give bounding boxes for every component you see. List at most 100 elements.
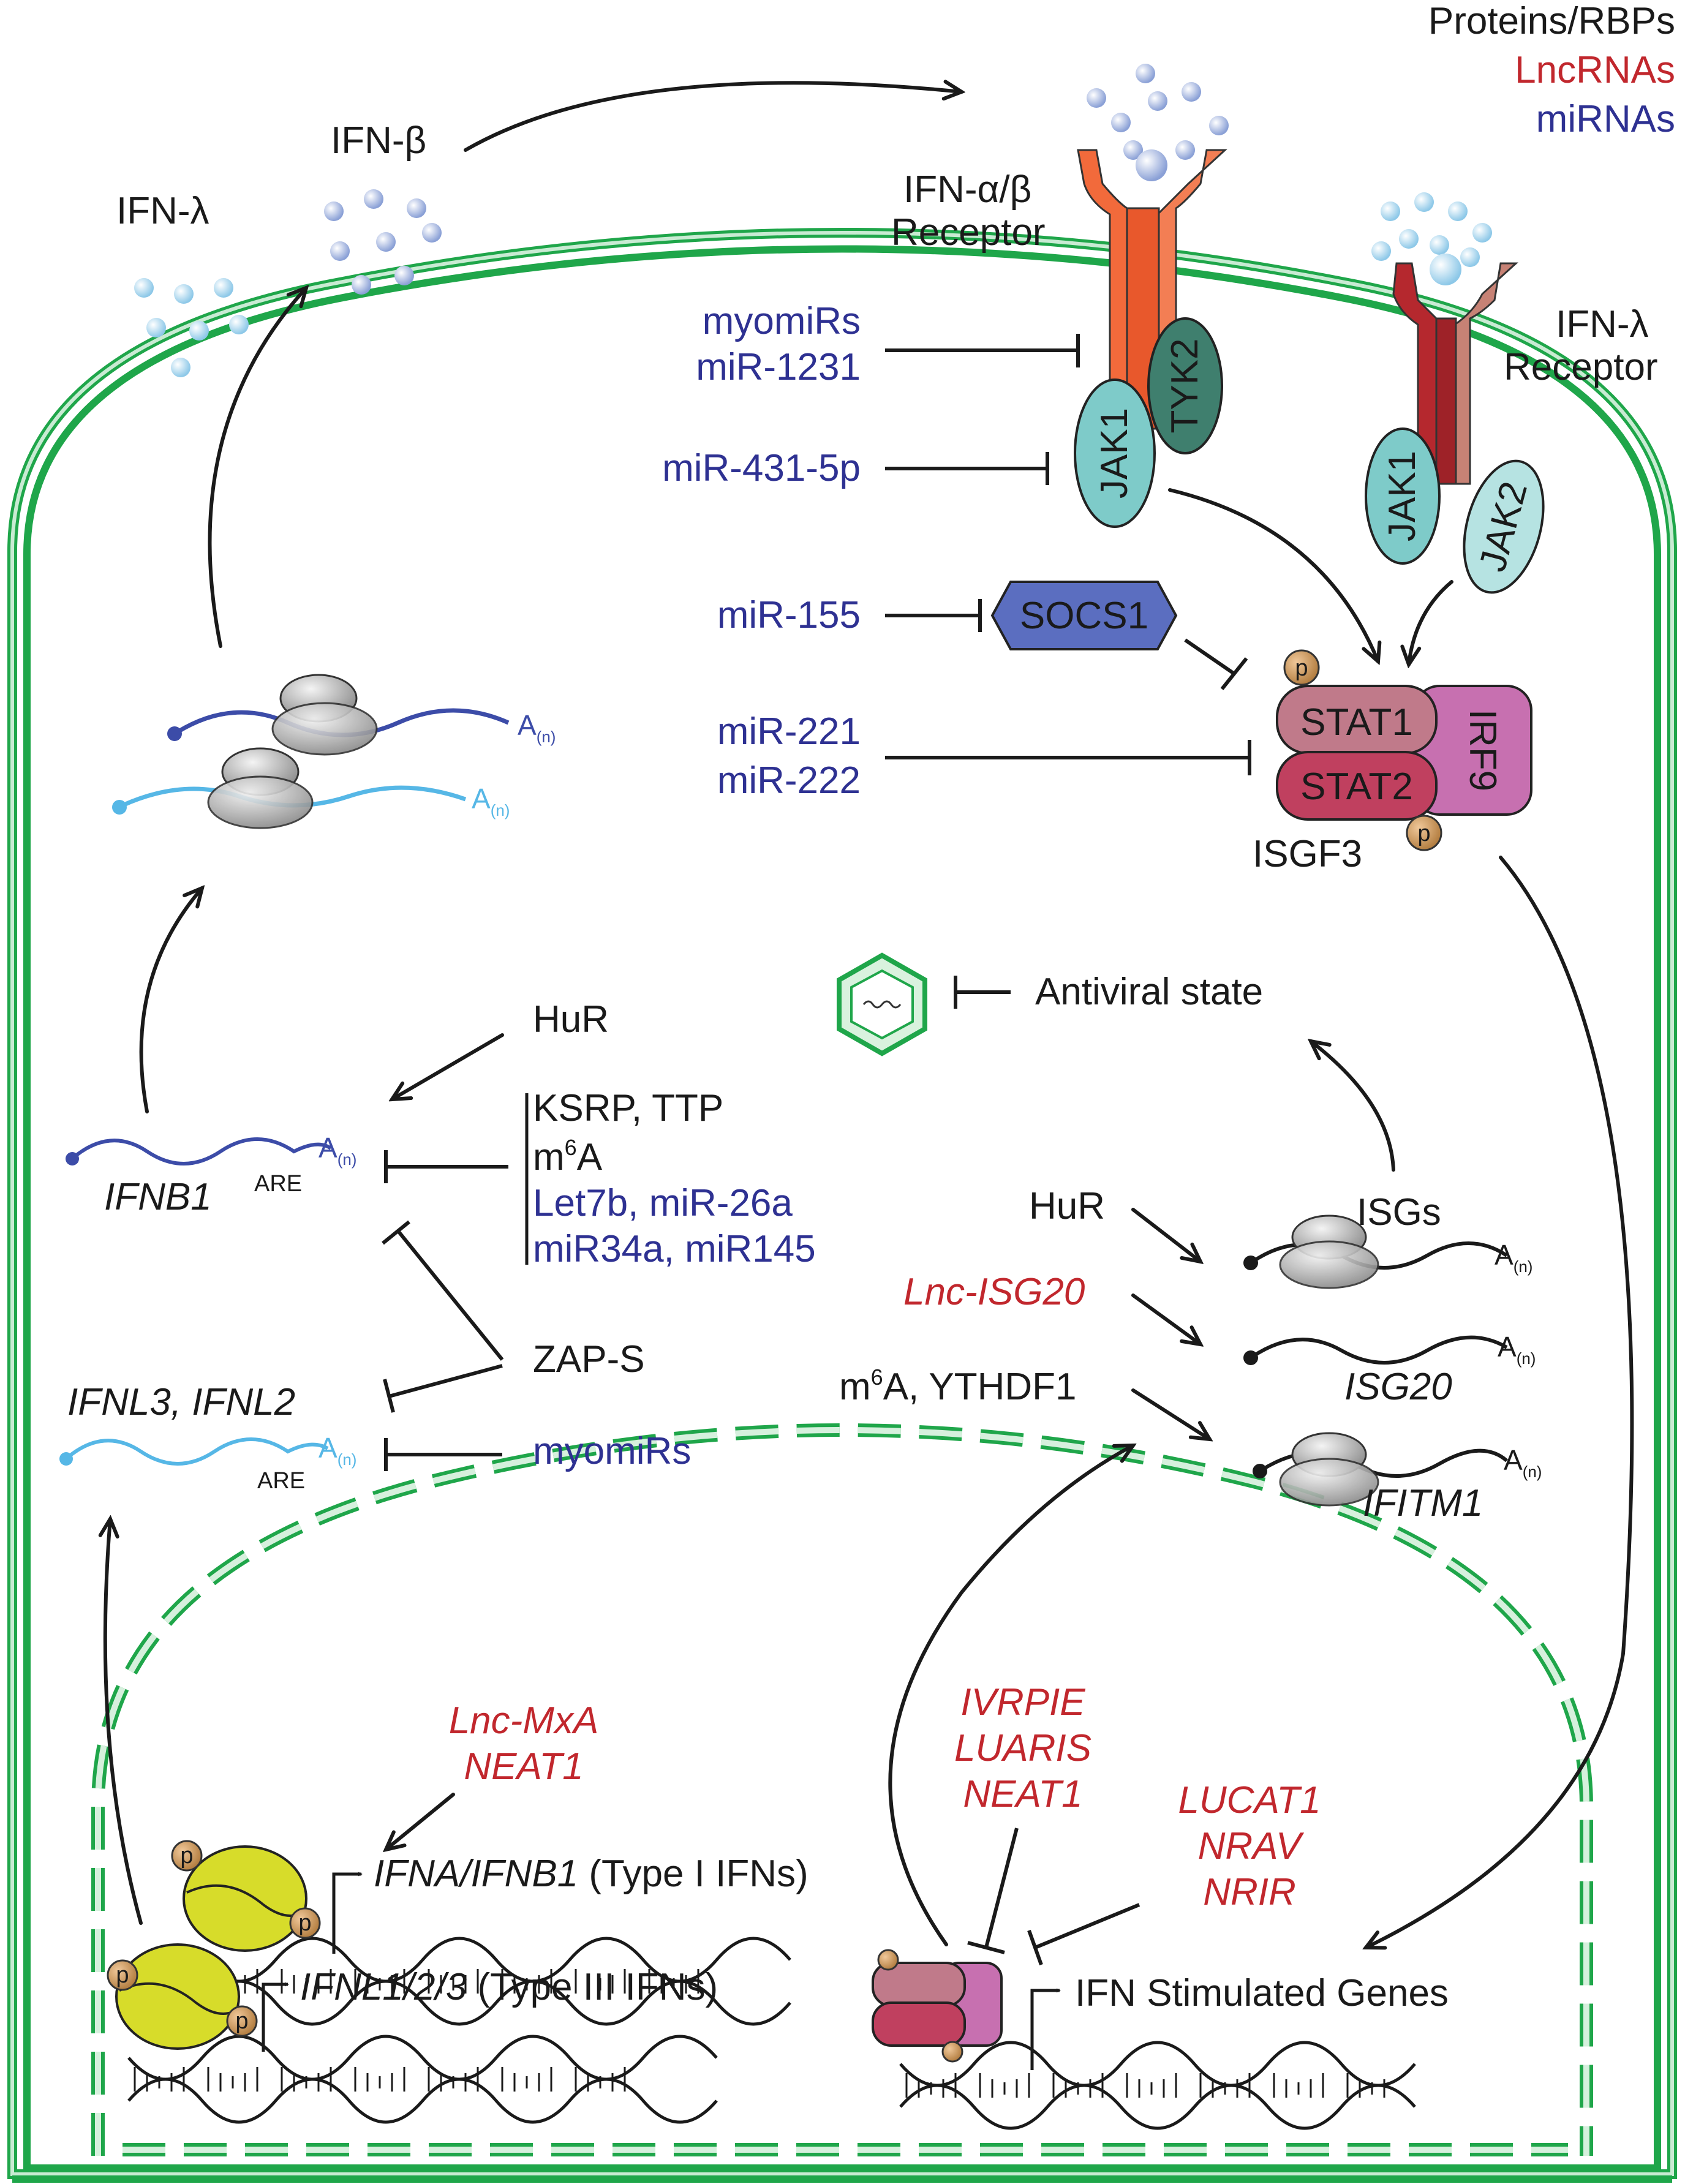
isg-export-arrow <box>888 1445 1133 1946</box>
isgs-to-antiviral-arrow <box>1311 1041 1395 1172</box>
legend-mirnas: miRNAs <box>1536 98 1675 140</box>
ifnab-receptor-label-2: Receptor <box>891 211 1046 254</box>
lnc-isg20-arrow <box>1131 1293 1201 1344</box>
tss-arrow-type1 <box>332 1874 361 1954</box>
isgf3-on-dna <box>872 1949 1003 2063</box>
isg20-label: ISG20 <box>1344 1366 1452 1408</box>
tyk2: TYK2 <box>1147 317 1223 454</box>
myomirs-label-b: myomiRs <box>533 1430 691 1472</box>
ifnl-receptor-label-2: Receptor <box>1504 346 1658 388</box>
isgf3-p1: p <box>1295 655 1308 681</box>
ifn-beta-label: IFN-β <box>331 119 426 162</box>
ifitm1-label: IFITM1 <box>1363 1482 1483 1524</box>
lucat1-inhibition <box>1034 1903 1140 1949</box>
polya-ifnb-top: A(n) <box>518 709 556 746</box>
lnc-mxa-label: Lnc-MxA <box>449 1700 599 1742</box>
cell-membrane <box>7 228 1677 2183</box>
translating-mrna-ifnl <box>112 747 467 829</box>
stat1-label: STAT1 <box>1300 701 1413 744</box>
stat2-label: STAT2 <box>1300 766 1413 808</box>
ifnb1-mrna <box>66 1137 332 1165</box>
socs1-inhibition <box>1184 638 1235 676</box>
zaps-inhibition-ifnb <box>396 1230 504 1361</box>
tyk2-label: TYK2 <box>1164 338 1206 433</box>
ifnab-receptor-label-1: IFN-α/β <box>903 168 1031 211</box>
jak-to-isgf3-arrow <box>1168 488 1378 661</box>
tss-arrow-type3 <box>262 1984 288 2052</box>
ifnb-translation-arrow <box>139 888 202 1113</box>
luaris-label: LUARIS <box>954 1727 1091 1769</box>
polya-isg3: A(n) <box>1504 1444 1542 1481</box>
isgs-label: ISGs <box>1357 1191 1441 1233</box>
are-ifnb1: ARE <box>254 1171 302 1197</box>
jak1-b-label: JAK1 <box>1381 451 1423 541</box>
ifnb-to-receptor-arrow <box>464 83 962 152</box>
isg-mrna-3 <box>1253 1432 1508 1507</box>
mir222-label: miR-222 <box>717 759 861 802</box>
neat1-b-label: NEAT1 <box>963 1773 1082 1815</box>
m6a-label-a: m6A <box>533 1135 603 1178</box>
ifnl-label: IFNL3, IFNL2 <box>67 1381 295 1423</box>
dna-type1 <box>201 1937 791 2026</box>
ifnb1-label: IFNB1 <box>104 1176 212 1218</box>
isgf3-to-nucleus-arrow <box>1366 856 1634 1948</box>
ivrpie-inhibition <box>984 1828 1019 1948</box>
polymerase-type3: p p <box>107 1943 258 2050</box>
virus-icon <box>837 952 927 1056</box>
hur-label-a: HuR <box>533 998 609 1041</box>
dna-type3 <box>127 2035 718 2124</box>
ifn-lambda-label: IFN-λ <box>116 190 209 232</box>
dna-isg <box>899 2041 1416 2130</box>
isgf3-label: ISGF3 <box>1253 833 1362 875</box>
ivrpie-label: IVRPIE <box>960 1681 1085 1723</box>
ksrp-label: KSRP, TTP <box>533 1087 723 1129</box>
lucat1-label: LUCAT1 <box>1178 1779 1321 1821</box>
m6a-ythdf1-label: m6A, YTHDF1 <box>839 1365 1077 1408</box>
mir221-label: miR-221 <box>717 710 861 753</box>
ifn-beta-cloud <box>324 189 442 295</box>
irf9-label: IRF9 <box>1461 709 1504 791</box>
ifn-gene-export-arrow <box>105 1519 143 1925</box>
polya-ifnb1: A(n) <box>319 1132 356 1169</box>
socs1-label: SOCS1 <box>1020 595 1148 637</box>
mir34a-label: miR34a, miR145 <box>533 1228 816 1270</box>
antiviral-label: Antiviral state <box>1035 971 1263 1013</box>
nrav-label: NRAV <box>1198 1825 1305 1867</box>
pol3-p2: p <box>235 2008 248 2034</box>
hur-arrow-a <box>392 1033 504 1099</box>
pol3-p1: p <box>116 1962 129 1988</box>
pol1-p2: p <box>298 1910 311 1936</box>
are-ifnl: ARE <box>257 1468 305 1494</box>
translating-mrna-ifnb <box>167 674 510 756</box>
ifnl-receptor-label-1: IFN-λ <box>1556 303 1649 345</box>
nuclear-envelope <box>91 1423 1593 2156</box>
polya-ifnl-top: A(n) <box>472 783 510 819</box>
type3-gene-label: IFNL1/2/3 (Type III IFNs) <box>300 1966 718 2008</box>
isgf3-p2: p <box>1417 821 1430 846</box>
ifnl-mrna <box>59 1437 329 1466</box>
isg-mrna-1 <box>1243 1214 1508 1289</box>
mir431-label: miR-431-5p <box>662 447 861 489</box>
ifn-lambda-cloud <box>134 278 249 377</box>
jak2: JAK2 <box>1463 459 1545 594</box>
jak1-a: JAK1 <box>1074 378 1156 528</box>
isg-gene-label: IFN Stimulated Genes <box>1075 1972 1449 2014</box>
zaps-inhibition-ifnl <box>388 1364 503 1398</box>
legend-lncrnas: LncRNAs <box>1515 49 1675 91</box>
jak1-b: JAK1 <box>1365 427 1441 565</box>
type1-gene-label: IFNA/IFNB1 (Type I IFNs) <box>374 1853 809 1895</box>
zaps-label: ZAP-S <box>533 1338 645 1380</box>
polya-isg1: A(n) <box>1495 1239 1532 1276</box>
polya-isg2: A(n) <box>1498 1331 1536 1368</box>
let7b-label: Let7b, miR-26a <box>533 1182 793 1224</box>
jak-lambda-to-isgf3-arrow <box>1409 580 1453 665</box>
myomirs-label-a: myomiRs <box>703 300 861 342</box>
hur-arrow-b <box>1131 1208 1201 1262</box>
neat1-a-label: NEAT1 <box>464 1745 583 1788</box>
jak1-a-label: JAK1 <box>1093 408 1136 499</box>
legend-proteins: Proteins/RBPs <box>1428 0 1675 42</box>
lnc-isg20-label: Lnc-ISG20 <box>903 1271 1085 1313</box>
hur-label-b: HuR <box>1029 1185 1105 1227</box>
polymerase-type1: p p <box>171 1840 321 1952</box>
